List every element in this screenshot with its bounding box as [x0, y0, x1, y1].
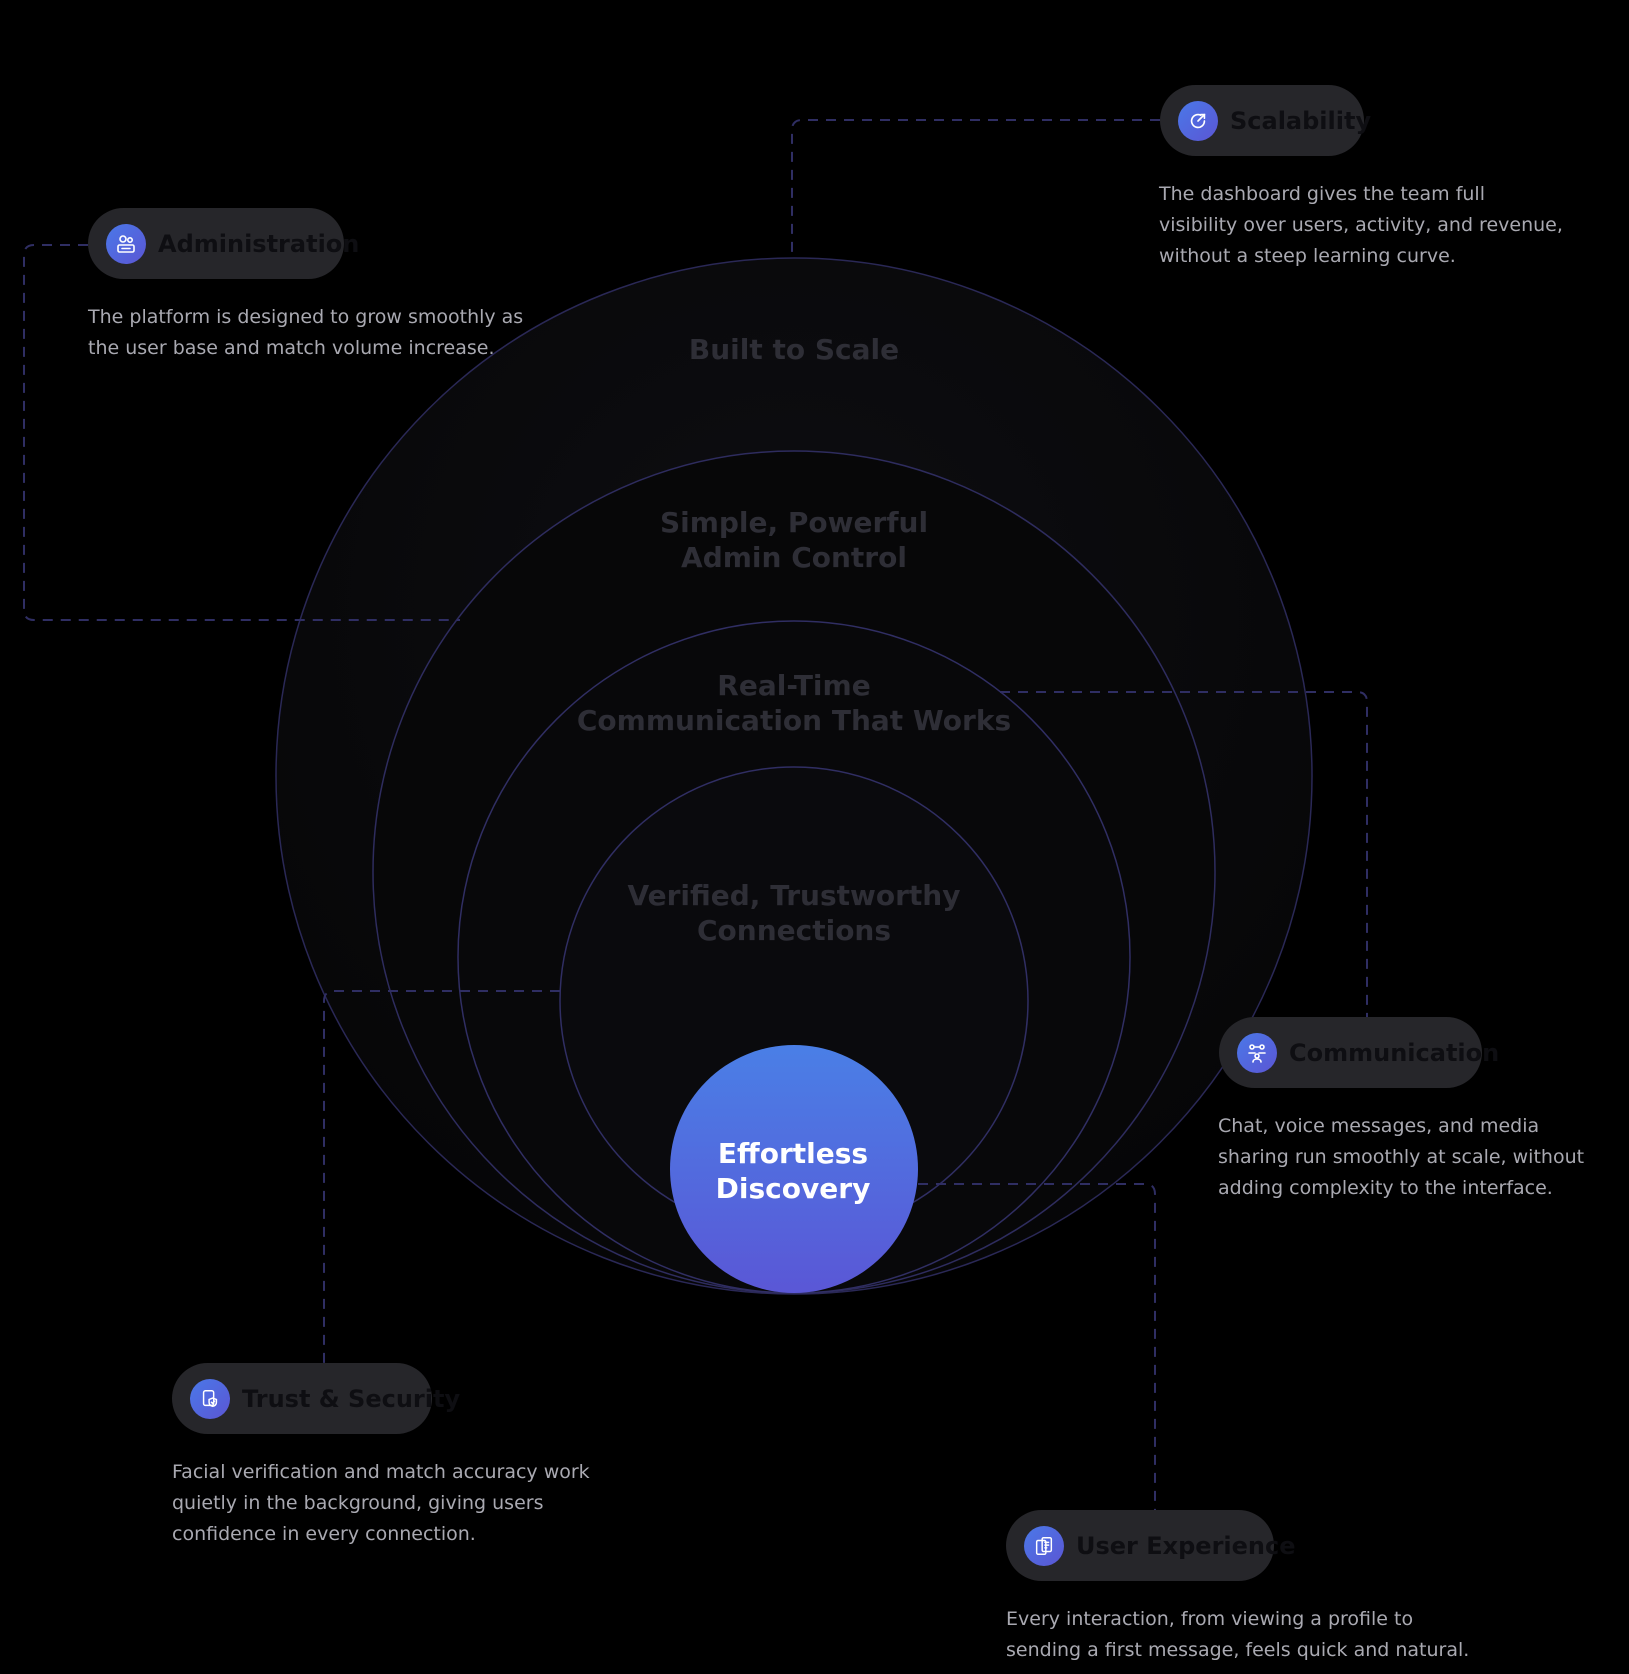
- connector-trust-security: [323, 990, 560, 1365]
- ring-label-line: Simple, Powerful: [659, 506, 929, 539]
- communication-label: Communication: [1289, 1038, 1500, 1067]
- center-label-line: Discovery: [715, 1172, 871, 1205]
- center-node: [670, 1045, 918, 1293]
- description-line: adding complexity to the interface.: [1218, 1177, 1553, 1199]
- communication-icon: [1237, 1032, 1277, 1073]
- scalability-description: The dashboard gives the team full visibi…: [1159, 179, 1579, 272]
- user-experience-icon: [1024, 1525, 1064, 1566]
- trust-security-pill[interactable]: Trust & Security: [172, 1363, 460, 1434]
- administration-label: Administration: [158, 229, 360, 258]
- description-line: quietly in the background, giving users: [172, 1492, 544, 1514]
- ring-label-line: Admin Control: [681, 541, 907, 574]
- connector-administration: [23, 244, 460, 621]
- trust-security-description: Facial verification and match accuracy w…: [172, 1457, 612, 1550]
- description-line: The platform is designed to grow smoothl…: [88, 306, 524, 328]
- description-line: visibility over users, activity, and rev…: [1159, 214, 1563, 236]
- scalability-pill[interactable]: Scalability: [1160, 85, 1371, 156]
- communication-pill[interactable]: Communication: [1219, 1017, 1499, 1088]
- administration-icon: [106, 223, 146, 264]
- description-line: the user base and match volume increase.: [88, 337, 495, 359]
- ring-label-admin-control: Simple, Powerful Admin Control: [594, 505, 994, 575]
- connector-user-experience: [918, 1183, 1156, 1512]
- trust-security-label: Trust & Security: [242, 1384, 461, 1413]
- ring-label-line: Connections: [696, 914, 892, 947]
- ring-label-communication: Real-Time Communication That Works: [574, 668, 1014, 738]
- user-experience-description: Every interaction, from viewing a profil…: [1006, 1604, 1486, 1666]
- connector-communication: [1000, 691, 1368, 1020]
- ring-label-built-to-scale: Built to Scale: [594, 332, 994, 367]
- user-experience-label: User Experience: [1076, 1531, 1296, 1560]
- description-line: confidence in every connection.: [172, 1523, 476, 1545]
- description-line: Every interaction, from viewing a profil…: [1006, 1608, 1414, 1630]
- administration-pill[interactable]: Administration: [88, 208, 359, 279]
- scalability-label: Scalability: [1230, 106, 1372, 135]
- description-line: The dashboard gives the team full: [1159, 183, 1485, 205]
- description-line: sharing run smoothly at scale, without: [1218, 1146, 1585, 1168]
- center-label-line: Effortless: [717, 1137, 869, 1170]
- communication-description: Chat, voice messages, and media sharing …: [1218, 1111, 1618, 1204]
- ring-label-line: Verified, Trustworthy: [627, 879, 961, 912]
- user-experience-pill[interactable]: User Experience: [1006, 1510, 1296, 1581]
- description-line: Facial verification and match accuracy w…: [172, 1461, 590, 1483]
- center-label: Effortless Discovery: [680, 1136, 906, 1206]
- ring-label-line: Real-Time: [717, 669, 871, 702]
- scalability-icon: [1178, 100, 1218, 141]
- ring-label-line: Communication That Works: [576, 704, 1012, 737]
- description-line: Chat, voice messages, and media: [1218, 1115, 1540, 1137]
- ring-label-line: Built to Scale: [688, 333, 900, 366]
- shield-icon: [190, 1378, 230, 1419]
- ring-label-verified: Verified, Trustworthy Connections: [594, 878, 994, 948]
- description-line: sending a first message, feels quick and…: [1006, 1639, 1470, 1661]
- administration-description: The platform is designed to grow smoothl…: [88, 302, 548, 364]
- connector-scalability: [791, 119, 1160, 254]
- description-line: without a steep learning curve.: [1159, 245, 1456, 267]
